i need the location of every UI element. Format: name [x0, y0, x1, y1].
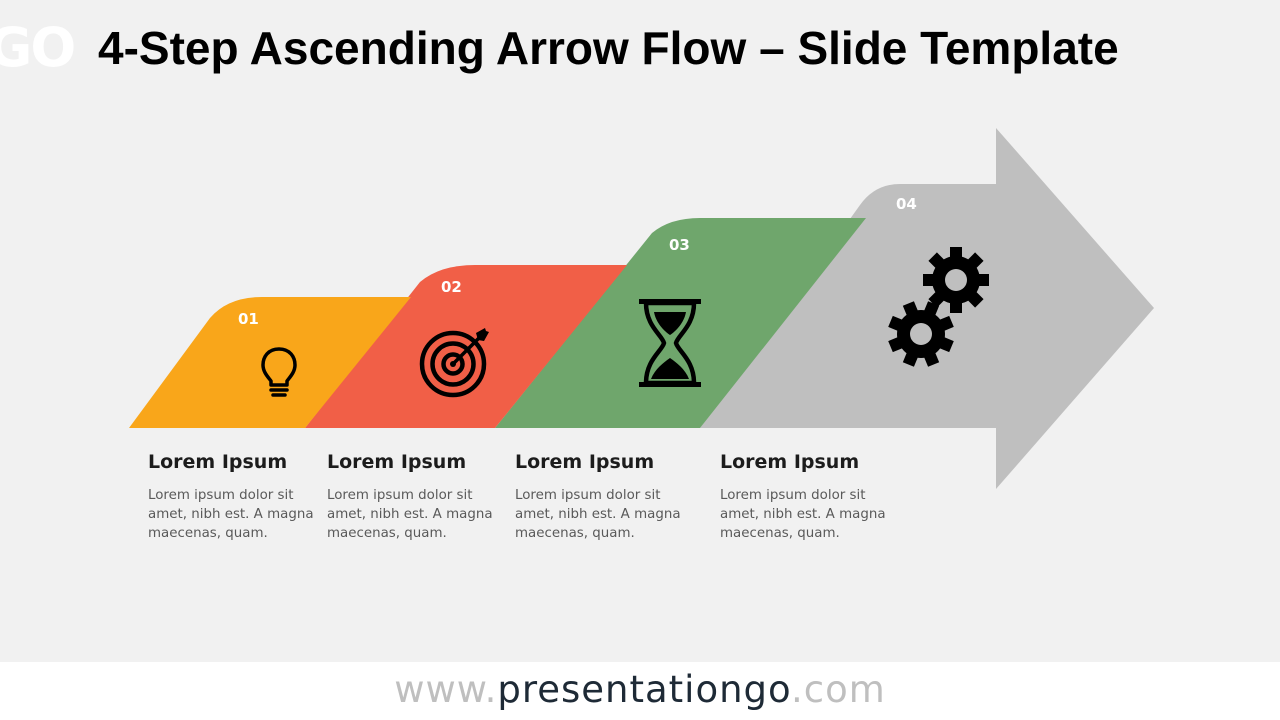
hourglass-icon: [639, 299, 701, 387]
footer-prefix: www.: [394, 668, 498, 711]
lightbulb-icon: [261, 347, 297, 397]
step-2-body: Lorem ipsum dolor sit amet, nibh est. A …: [327, 488, 493, 541]
step-3-number: 03: [669, 236, 690, 254]
slide-title: 4-Step Ascending Arrow Flow – Slide Temp…: [98, 22, 1119, 74]
step-4-body: Lorem ipsum dolor sit amet, nibh est. A …: [720, 488, 886, 541]
step-1-body: Lorem ipsum dolor sit amet, nibh est. A …: [148, 488, 314, 541]
step-2-text: Lorem Ipsum Lorem ipsum dolor sit amet, …: [327, 448, 502, 543]
footer-suffix: .com: [791, 668, 886, 711]
step-2-number: 02: [441, 278, 462, 296]
logo-fragment: GO: [0, 16, 76, 79]
step-1-heading: Lorem Ipsum: [148, 451, 288, 473]
step-3-body: Lorem ipsum dolor sit amet, nibh est. A …: [515, 488, 681, 541]
step-4-heading: Lorem Ipsum: [720, 451, 860, 473]
footer-brand: presentationgo: [497, 668, 792, 711]
step-3-heading: Lorem Ipsum: [515, 451, 655, 473]
step-4-number: 04: [896, 195, 917, 213]
step-3-text: Lorem Ipsum Lorem ipsum dolor sit amet, …: [515, 448, 690, 543]
step-4-text: Lorem Ipsum Lorem ipsum dolor sit amet, …: [720, 448, 895, 543]
step-1-number: 01: [238, 310, 259, 328]
step-1-text: Lorem Ipsum Lorem ipsum dolor sit amet, …: [148, 448, 323, 543]
step-1-shape: [129, 297, 411, 428]
step-2-heading: Lorem Ipsum: [327, 451, 467, 473]
gears-icon: [888, 247, 989, 367]
target-icon: [419, 328, 489, 398]
footer-website[interactable]: www.presentationgo.com: [0, 662, 1280, 720]
